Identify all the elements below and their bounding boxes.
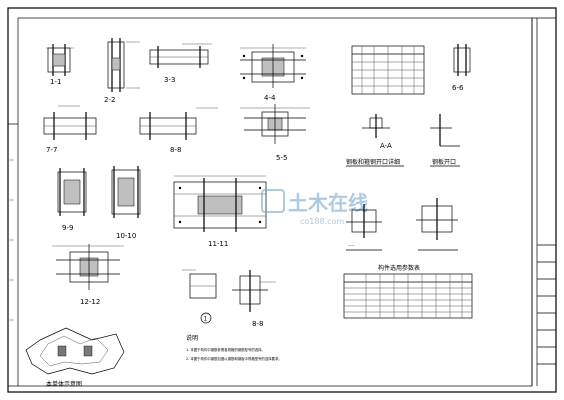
section-label-3-3: 3-3 [164,76,175,84]
section-label-8-8-lower: 8-8 [252,320,263,328]
plate-opening-title: 钢板开口 [432,158,456,166]
section-12-12: 12-12 [52,244,124,306]
section-10-10: 10-10 [111,166,141,240]
notes-line-2: 2. 本图于构件中钢筋加固以钢筋和钢板中规格型号的选择要求。 [186,356,282,361]
section-label-10-10: 10-10 [116,232,136,240]
section-1-1: 1-1 [46,44,74,86]
section-11-11: 11-11 [173,175,267,248]
parameter-table-top [351,45,425,95]
section-label-6-6: 6-6 [452,84,464,92]
section-9-9: 9-9 [57,168,87,232]
section-label-7-7: 7-7 [46,146,57,154]
section-5-5: 5-5 [240,104,310,162]
section-8-8-lower: 8-8 [232,270,276,328]
watermark-url: co188.com [300,217,344,226]
section-label-4-4: 4-4 [264,94,276,102]
section-4-4: 4-4 [240,44,306,102]
section-label-9-9: 9-9 [62,224,73,232]
section-8-8-upper: 8-8 [139,107,218,154]
section-label-2-2: 2-2 [104,96,115,104]
section-3-3: 3-3 [149,43,212,84]
section-label-11-11: 11-11 [208,240,228,248]
section-6-6: 6-6 [452,44,471,92]
section-2-2: 2-2 [104,38,140,104]
title-block [531,18,556,386]
table-title: 构件选用参数表 [378,264,420,272]
section-7-7: 7-7 [43,105,97,154]
notes: 说明 1. 本图于构件中钢筋参照各规格的钢筋型号的选择。 2. 本图于构件中钢筋… [186,334,282,361]
plan-legend: 本单体示意图 [25,327,125,388]
watermark-text: 土木在线 [288,191,368,215]
left-margin-ticks [8,159,14,321]
plan-legend-title: 本单体示意图 [46,380,82,388]
notes-heading: 说明 [186,334,198,342]
watermark: 土木在线 co188.com [261,189,368,226]
section-label-8-8-upper: 8-8 [170,146,181,154]
notes-line-1: 1. 本图于构件中钢筋参照各规格的钢筋型号的选择。 [186,347,265,352]
section-a-a: A-A 钢板和箍钢开口详细 [346,114,404,167]
slab-opening-title: 钢板和箍钢开口详细 [346,158,400,166]
section-label-5-5: 5-5 [276,154,287,162]
section-label-1-1: 1-1 [50,78,61,86]
parameter-table-bottom: 构件选用参数表 [343,264,473,319]
section-label-a-a: A-A [380,142,392,150]
detail-number: 1 [204,316,208,323]
svg-text:——: —— [348,243,355,247]
section-label-12-12: 12-12 [80,298,100,306]
circle-detail: 1 [182,269,217,324]
plate-details-right: —— [346,198,458,251]
plate-opening-detail: 钢板开口 [430,114,460,167]
